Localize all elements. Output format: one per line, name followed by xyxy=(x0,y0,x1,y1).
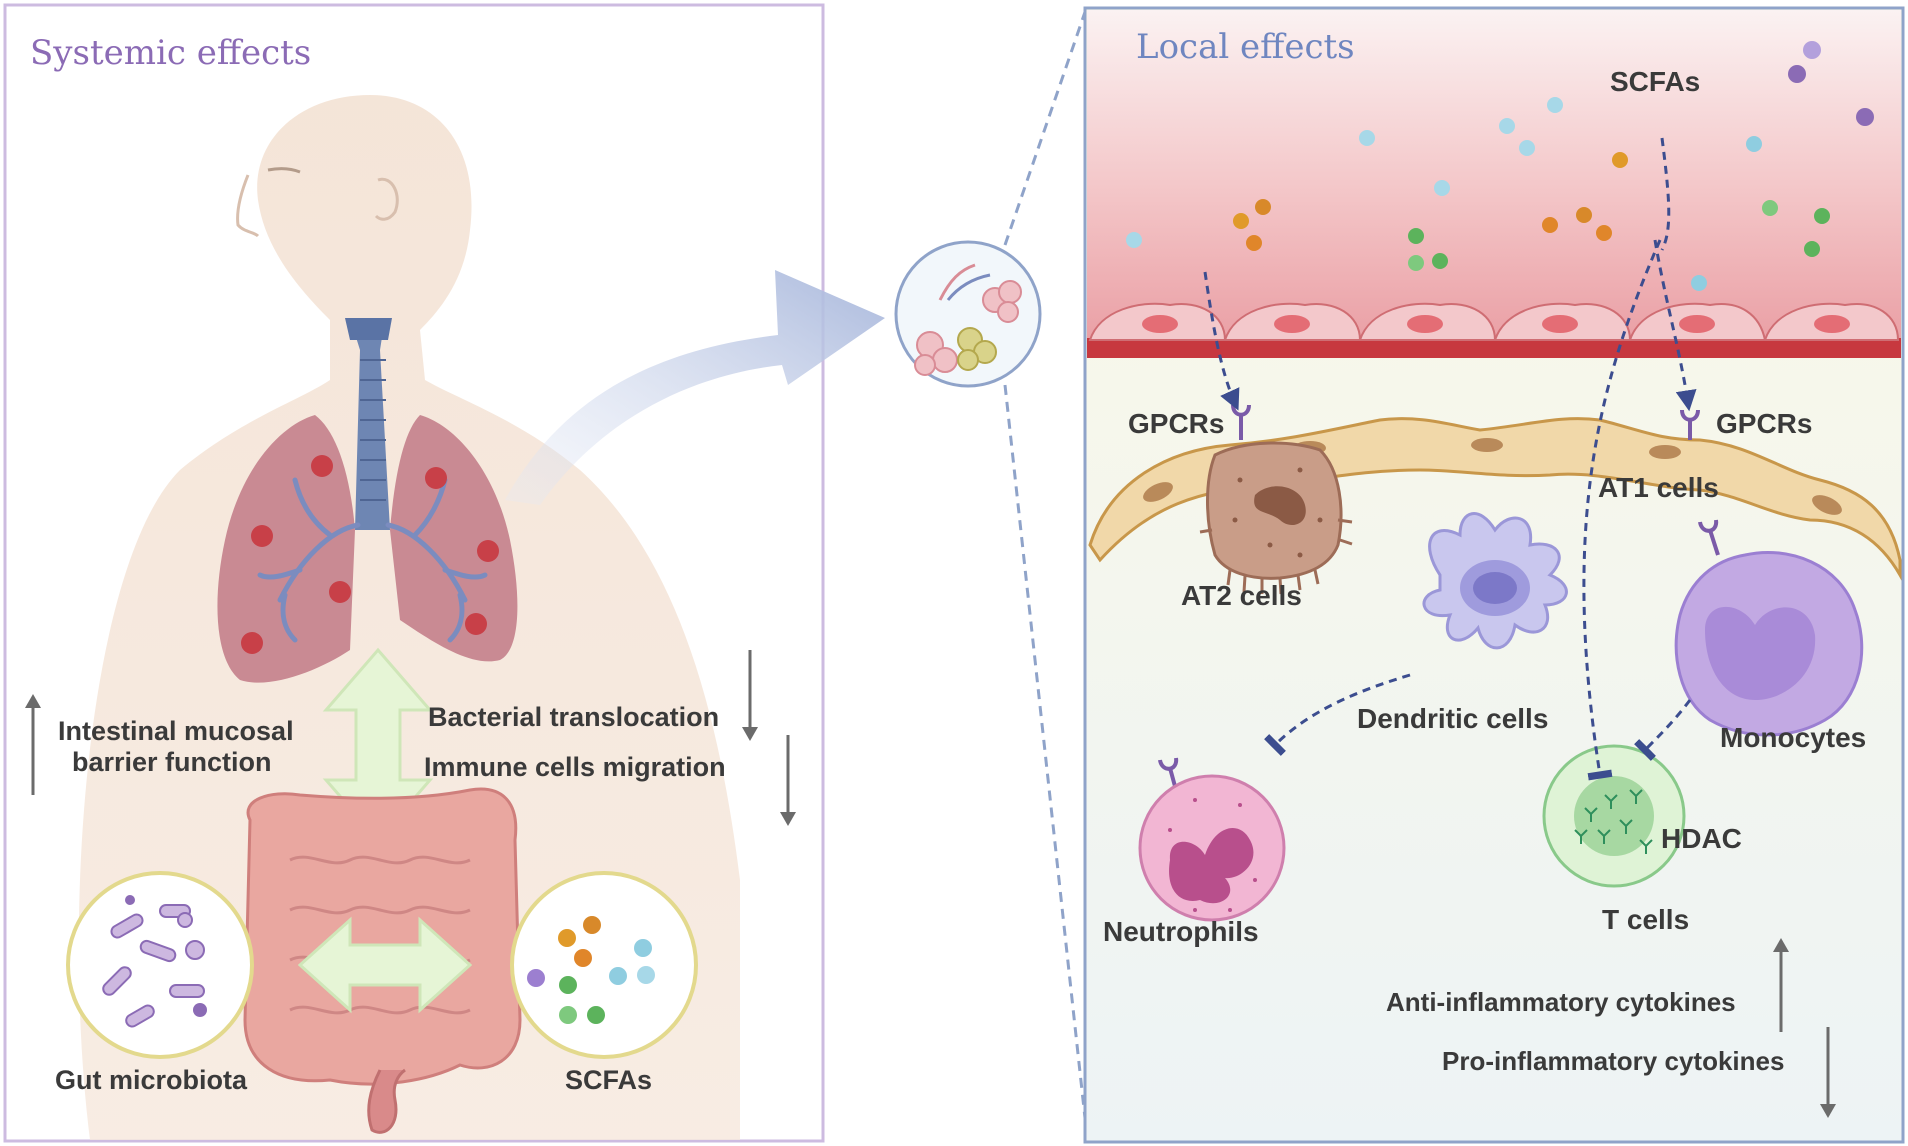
anti-inflammatory-label: Anti-inflammatory cytokines xyxy=(1386,987,1736,1017)
at1-cells-label: AT1 cells xyxy=(1598,472,1719,503)
left-panel-title: Systemic effects xyxy=(30,33,311,73)
left-scfas-label: SCFAs xyxy=(565,1065,652,1095)
lungs xyxy=(217,415,518,683)
zoom-connector-top xyxy=(1003,11,1087,246)
dendritic-to-neutrophil-inhibition xyxy=(1263,673,1411,757)
translocation-down-arrow xyxy=(742,650,758,741)
zoom-connector-bottom xyxy=(1003,384,1087,1119)
right-panel-title: Local effects xyxy=(1136,27,1355,67)
barrier-label-line-2: barrier function xyxy=(72,747,272,777)
scfa-to-hdac-inhibition xyxy=(1582,239,1662,781)
t-cell xyxy=(1542,744,1686,888)
scfas-circle xyxy=(510,871,698,1059)
migration-down-arrow xyxy=(780,735,796,826)
translocation-label: Bacterial translocation xyxy=(428,702,719,732)
dendritic-cells-label: Dendritic cells xyxy=(1357,703,1548,734)
pro-inflammatory-down-arrow xyxy=(1820,1027,1836,1118)
gpcr-receptor-right xyxy=(1680,409,1700,440)
endothelial-layer xyxy=(1087,302,1901,358)
neutrophils-label: Neutrophils xyxy=(1103,916,1259,947)
at2-cells-label: AT2 cells xyxy=(1181,580,1302,611)
trachea xyxy=(345,318,392,530)
scfa-to-at1-gpcr-arrow xyxy=(1653,239,1697,412)
right-scfas-label: SCFAs xyxy=(1610,66,1700,97)
anti-inflammatory-up-arrow xyxy=(1773,938,1789,1032)
at2-cell xyxy=(1199,441,1353,595)
vessel-scfa-particles xyxy=(1126,41,1874,291)
scfas-label-to-tcell-line xyxy=(1660,137,1671,251)
neutrophil xyxy=(1138,774,1286,922)
blood-vessel-lumen xyxy=(1087,10,1901,355)
gpcr-receptor-monocyte xyxy=(1698,519,1720,556)
alveoli-zoom-circle xyxy=(894,240,1042,388)
gut-microbiota-circle xyxy=(66,871,254,1059)
barrier-label-line-1: Intestinal mucosal xyxy=(58,716,294,746)
monocyte xyxy=(1674,550,1864,737)
intestines xyxy=(243,787,522,1134)
gpcrs-right-label: GPCRs xyxy=(1716,408,1812,439)
pro-inflammatory-label: Pro-inflammatory cytokines xyxy=(1442,1046,1784,1076)
dendritic-cell xyxy=(1422,512,1568,650)
monocytes-label: Monocytes xyxy=(1720,722,1866,753)
gpcrs-left-label: GPCRs xyxy=(1128,408,1224,439)
hdac-label: HDAC xyxy=(1661,823,1742,854)
microbiota-scfa-double-arrow xyxy=(297,916,473,1014)
migration-label: Immune cells migration xyxy=(424,752,726,782)
monocyte-to-tcell-inhibition xyxy=(1633,699,1692,762)
barrier-up-arrow xyxy=(25,694,41,795)
gut-microbiota-label: Gut microbiota xyxy=(55,1065,248,1095)
scfa-to-at2-gpcr-arrow xyxy=(1203,271,1240,411)
t-cells-label: T cells xyxy=(1602,904,1689,935)
lung-to-zoom-arrow xyxy=(505,270,885,505)
